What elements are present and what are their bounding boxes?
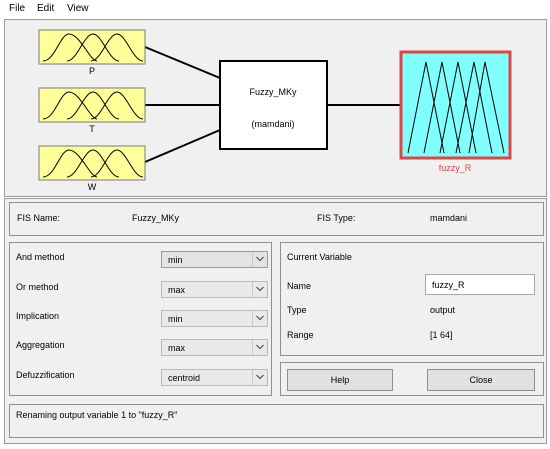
menu-edit[interactable]: Edit — [37, 3, 55, 14]
fis-diagram-area: P T W Fuzzy_MKy (mamdani) — [4, 19, 547, 197]
aggregation-value: max — [168, 343, 186, 353]
fis-name-value: Fuzzy_MKy — [132, 213, 180, 223]
properties-area: FIS Name: Fuzzy_MKy FIS Type: mamdani An… — [4, 198, 547, 444]
chevron-down-icon — [252, 282, 267, 297]
fis-type-label: FIS Type: — [317, 213, 356, 223]
variable-name-value: fuzzy_R — [432, 280, 465, 290]
output-label: fuzzy_R — [439, 163, 472, 173]
chevron-down-icon — [252, 311, 267, 326]
defuzzification-label: Defuzzification — [16, 370, 75, 380]
aggregation-select[interactable]: max — [161, 339, 268, 356]
fis-diagram: P T W Fuzzy_MKy (mamdani) — [38, 29, 512, 192]
variable-range-label: Range — [287, 330, 314, 340]
system-type-label: (mamdani) — [251, 119, 294, 129]
system-name-label: Fuzzy_MKy — [249, 87, 297, 97]
defuzzification-select[interactable]: centroid — [161, 369, 268, 386]
chevron-down-icon — [252, 252, 267, 267]
aggregation-label: Aggregation — [16, 340, 65, 350]
and-method-value: min — [168, 255, 183, 265]
status-message: Renaming output variable 1 to "fuzzy_R" — [16, 410, 178, 420]
menu-file[interactable]: File — [9, 3, 26, 14]
input-variable-t[interactable] — [38, 87, 146, 123]
variable-type-label: Type — [287, 305, 307, 315]
input-variable-w[interactable] — [38, 145, 146, 181]
fis-name-label: FIS Name: — [17, 213, 61, 223]
or-method-select[interactable]: max — [161, 281, 268, 298]
fis-type-value: mamdani — [430, 213, 468, 223]
fis-info-panel: FIS Name: Fuzzy_MKy FIS Type: mamdani — [9, 202, 544, 236]
defuzzification-value: centroid — [168, 373, 201, 383]
input-label-w: W — [88, 182, 97, 192]
or-method-label: Or method — [16, 282, 59, 292]
or-method-value: max — [168, 285, 186, 295]
input-label-t: T — [89, 124, 95, 134]
menu-bar: File Edit View — [0, 0, 550, 18]
menu-view[interactable]: View — [67, 3, 89, 14]
current-variable-heading: Current Variable — [287, 252, 352, 262]
implication-label: Implication — [16, 311, 60, 321]
current-variable-panel: Current Variable Name fuzzy_R Type outpu… — [280, 242, 544, 356]
input-label-p: P — [89, 66, 95, 76]
methods-panel: And method min Or method max Implication… — [9, 242, 272, 396]
fis-system-block[interactable] — [219, 60, 328, 150]
help-button[interactable]: Help — [287, 369, 393, 391]
variable-type-value: output — [430, 305, 456, 315]
variable-name-field[interactable]: fuzzy_R — [425, 274, 535, 295]
implication-value: min — [168, 314, 183, 324]
close-button[interactable]: Close — [427, 369, 535, 391]
variable-name-label: Name — [287, 281, 312, 291]
chevron-down-icon — [252, 370, 267, 385]
variable-range-value: [1 64] — [430, 330, 453, 340]
chevron-down-icon — [252, 340, 267, 355]
output-variable-fuzzy-r[interactable] — [399, 50, 512, 160]
implication-select[interactable]: min — [161, 310, 268, 327]
connection-lines — [144, 46, 401, 163]
and-method-select[interactable]: min — [161, 251, 268, 268]
buttons-panel: Help Close — [280, 362, 544, 396]
status-bar: Renaming output variable 1 to "fuzzy_R" — [9, 404, 544, 438]
and-method-label: And method — [16, 252, 65, 262]
input-variable-p[interactable] — [38, 29, 146, 65]
